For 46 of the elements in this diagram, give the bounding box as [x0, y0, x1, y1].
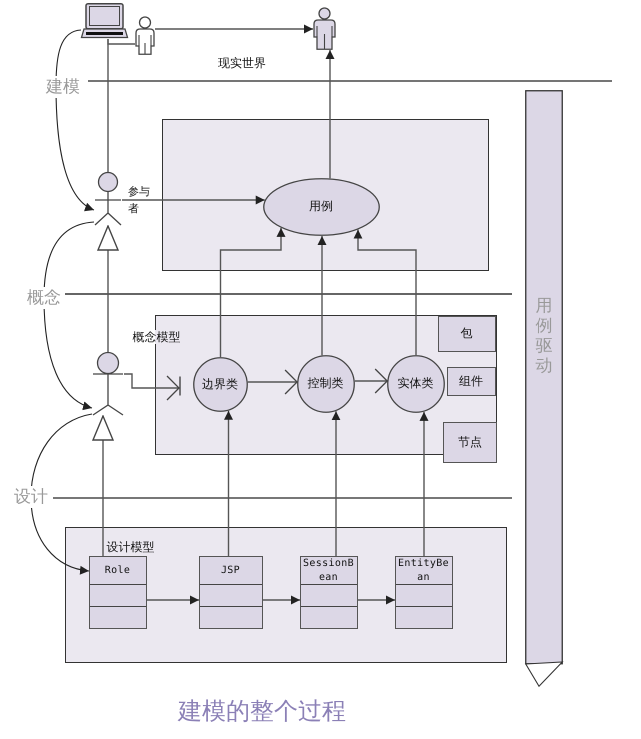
arrow	[248, 369, 298, 395]
actor-label: 参与者	[128, 184, 151, 217]
arrow	[147, 596, 199, 604]
panel-heading: 设计模型	[106, 540, 156, 554]
arrow	[358, 596, 395, 604]
class-circle: 控制类	[296, 354, 354, 412]
arrow	[122, 196, 265, 204]
laptop-icon	[81, 3, 128, 39]
arrow	[263, 596, 300, 604]
component-box: 组件	[446, 366, 496, 396]
edge-label: 概念	[25, 287, 63, 309]
curved-arrow	[30, 413, 92, 574]
person-icon	[135, 16, 155, 55]
node-box: 节点	[443, 422, 497, 463]
arrow	[326, 50, 334, 178]
class-box: SessionBean	[300, 556, 358, 628]
generalization-arrow	[97, 225, 119, 352]
stick-figure-icon	[92, 352, 124, 416]
panel	[65, 527, 507, 663]
class-circle: 实体类	[386, 354, 444, 412]
arrow	[220, 228, 286, 357]
edge-label: 设计	[12, 486, 50, 508]
curved-arrow	[43, 221, 94, 410]
package-box: 包	[438, 316, 496, 352]
panel-heading: 概念模型	[132, 330, 182, 344]
class-box: EntityBean	[394, 556, 452, 628]
caption: 建模的整个过程	[178, 697, 346, 725]
connector-line	[107, 39, 135, 45]
arrow	[420, 412, 428, 556]
panel	[162, 119, 489, 271]
arrow	[224, 410, 233, 556]
arrow	[354, 230, 417, 355]
edge-label: 建模	[44, 76, 82, 98]
arrow	[124, 373, 180, 401]
person-icon	[313, 7, 336, 50]
use-case-ellipse: 用例	[262, 178, 380, 236]
class-box: Role	[88, 556, 146, 628]
layer-label: 现实世界	[218, 56, 266, 70]
arrow	[354, 368, 388, 394]
arrow	[155, 24, 313, 34]
stick-figure-icon	[94, 172, 122, 226]
arrow	[318, 236, 326, 356]
curved-arrow	[55, 29, 94, 210]
class-box: JSP	[198, 556, 262, 628]
arrow	[332, 411, 340, 556]
generalization-arrow	[92, 415, 114, 556]
